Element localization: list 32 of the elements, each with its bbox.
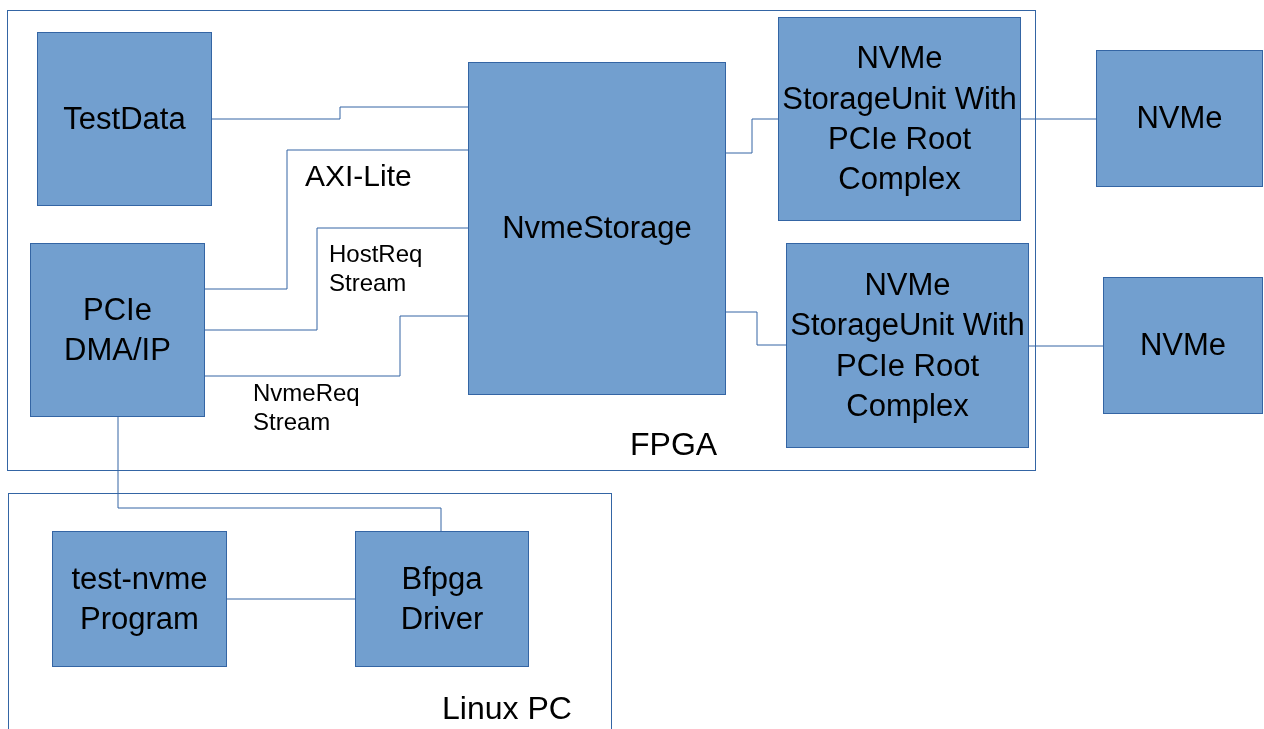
block-label: PCIe DMA/IP [63, 290, 172, 369]
block-box [468, 62, 726, 395]
block-label: NvmeStorage [502, 209, 692, 248]
block-label: test-nvme Program [70, 559, 209, 638]
connector-line [211, 106, 469, 120]
group-label: FPGA [630, 426, 718, 463]
connector-line [117, 416, 442, 532]
block-box [52, 531, 227, 667]
connector-line [204, 149, 469, 290]
connector-line [725, 118, 779, 154]
block-label: Bfpga Driver [399, 559, 485, 638]
block-label: NVMe StorageUnit With PCIe Root Complex [781, 39, 1018, 199]
group-frame [8, 493, 612, 729]
connector-line [725, 311, 787, 346]
block-label: TestData [63, 99, 186, 138]
block-box [30, 243, 205, 417]
block-box [1103, 277, 1263, 414]
block-box [786, 243, 1029, 448]
block-label: NVMe StorageUnit With PCIe Root Complex [789, 265, 1026, 425]
block-box [37, 32, 212, 206]
connector-line [204, 227, 469, 331]
connector-line [1020, 118, 1097, 120]
connector-line [204, 315, 469, 377]
block-box [778, 17, 1021, 221]
connector-line [1028, 345, 1104, 347]
group-label: Linux PC [442, 690, 572, 727]
block-label: NVMe [1136, 99, 1223, 138]
group-frame [7, 10, 1036, 471]
block-box [355, 531, 529, 667]
block-box [1096, 50, 1263, 187]
block-label: NVMe [1139, 326, 1227, 365]
connector-line [226, 598, 356, 600]
